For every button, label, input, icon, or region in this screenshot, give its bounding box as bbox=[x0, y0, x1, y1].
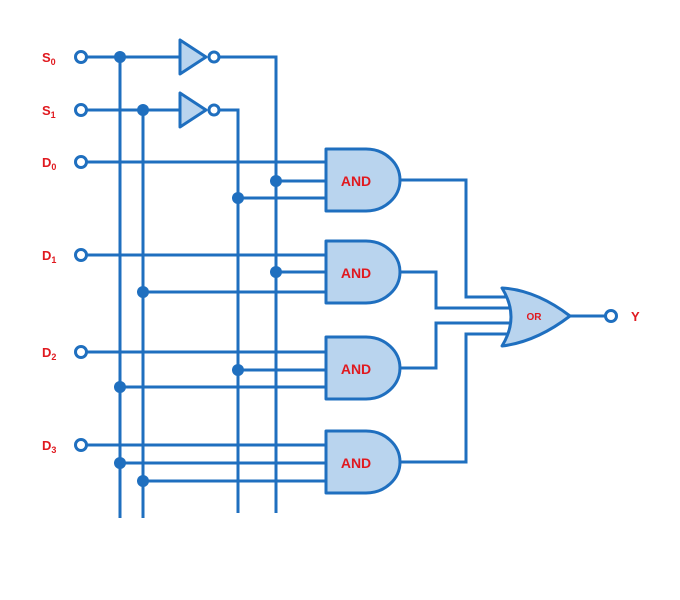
junction-dot bbox=[232, 364, 244, 376]
and-gate-2-label: AND bbox=[341, 361, 371, 377]
d0-label: D0 bbox=[42, 155, 56, 172]
d3-input-terminal[interactable] bbox=[74, 438, 88, 452]
and-gate-0-label: AND bbox=[341, 173, 371, 189]
and-gate-3 bbox=[324, 429, 402, 495]
s1-input-terminal[interactable] bbox=[74, 103, 88, 117]
and3-output-wire bbox=[400, 332, 511, 464]
and2-output-wire bbox=[400, 321, 515, 370]
and1-output-wire bbox=[400, 270, 515, 310]
s0-label: S0 bbox=[42, 50, 56, 67]
and0-output-wire bbox=[400, 178, 511, 299]
output-y-label: Y bbox=[631, 309, 640, 324]
s0-input-terminal[interactable] bbox=[74, 50, 88, 64]
junction-dot bbox=[137, 475, 149, 487]
s0-not-bus-line bbox=[220, 55, 278, 513]
d3-label: D3 bbox=[42, 438, 56, 455]
junction-dot bbox=[114, 51, 126, 63]
junction-dot bbox=[114, 381, 126, 393]
s1-not-bus-line bbox=[220, 108, 240, 513]
junction-dot bbox=[137, 104, 149, 116]
or-gate-label: OR bbox=[527, 312, 543, 323]
d2-input-terminal[interactable] bbox=[74, 345, 88, 359]
junction-dot bbox=[137, 286, 149, 298]
s0-inverter bbox=[178, 38, 208, 76]
s1-label: S1 bbox=[42, 103, 56, 120]
and-gate-2 bbox=[324, 335, 402, 401]
junction-dot bbox=[270, 175, 282, 187]
and-gate-1 bbox=[324, 239, 402, 305]
d2-label: D2 bbox=[42, 345, 56, 362]
output-y-terminal[interactable] bbox=[604, 309, 618, 323]
d1-label: D1 bbox=[42, 248, 56, 265]
s1-inverter-bubble bbox=[207, 103, 221, 117]
s0-inverter-bubble bbox=[207, 50, 221, 64]
or-gate bbox=[500, 286, 572, 348]
d0-input-terminal[interactable] bbox=[74, 155, 88, 169]
and-gate-0 bbox=[324, 147, 402, 213]
s1-inverter bbox=[178, 91, 208, 129]
junction-dot bbox=[114, 457, 126, 469]
d1-input-terminal[interactable] bbox=[74, 248, 88, 262]
junction-dot bbox=[232, 192, 244, 204]
and-gate-3-label: AND bbox=[341, 455, 371, 471]
and-gate-1-label: AND bbox=[341, 265, 371, 281]
junction-dot bbox=[270, 266, 282, 278]
